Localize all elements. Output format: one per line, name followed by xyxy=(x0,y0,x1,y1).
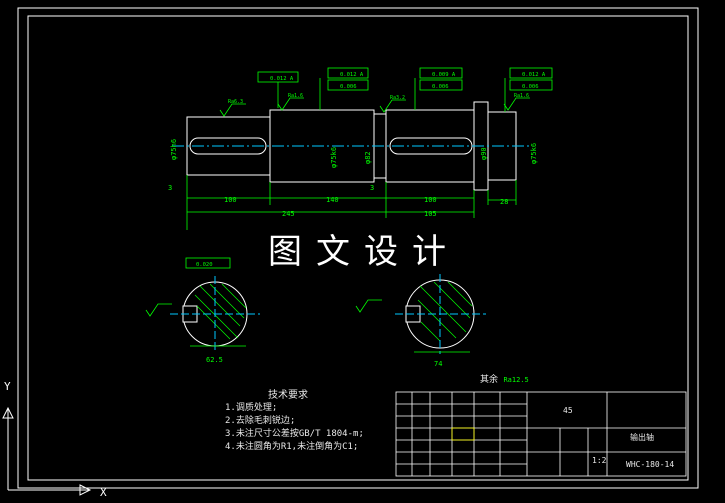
svg-text:Ra1.6: Ra1.6 xyxy=(514,93,529,99)
title-block-highlight xyxy=(451,427,475,441)
svg-text:Ra1.6: Ra1.6 xyxy=(288,93,303,99)
tech-req-item: 3.未注尺寸公差按GB/T 1804-m; xyxy=(225,429,364,439)
roughness-flag-labels: Ra6.3 Ra1.6 Ra3.2 Ra1.6 xyxy=(228,93,529,105)
tech-req-item: 1.调质处理; xyxy=(225,403,278,413)
svg-text:0.012 A: 0.012 A xyxy=(340,72,364,78)
horizontal-dim-labels: 100 140 100 28 245 105 3 3 xyxy=(168,184,508,218)
section-dim-62-5: 62.5 xyxy=(206,356,223,364)
title-block-scale: 1:2 xyxy=(592,456,607,465)
horizontal-dims xyxy=(186,175,517,230)
svg-text:0.006: 0.006 xyxy=(340,84,357,90)
roughness-note-label: 其余 xyxy=(480,375,499,385)
watermark-banner: 图文设计 xyxy=(268,232,460,272)
roughness-flags xyxy=(219,97,530,117)
svg-text:φ75h6: φ75h6 xyxy=(170,139,178,160)
svg-text:X: X xyxy=(100,486,107,499)
dim-105: 105 xyxy=(424,210,437,218)
svg-text:φ75k6: φ75k6 xyxy=(530,143,538,164)
diameter-dims: φ75h6 φ75k6 φ82 φ90 φ75k6 xyxy=(170,139,538,168)
dim-28: 28 xyxy=(500,198,508,206)
tech-req-item: 2.去除毛刺锐边; xyxy=(225,416,296,426)
key-tolerance: 0.020 xyxy=(196,262,213,268)
outer-border xyxy=(17,7,699,489)
dim-3-right: 3 xyxy=(370,184,374,192)
section-view-left: 62.5 0.020 xyxy=(145,257,260,364)
tech-req-item: 4.未注圆角为R1,未注倒角为C1; xyxy=(225,442,359,452)
ucs-icon: Y X xyxy=(2,380,107,499)
section-view-right: 74 xyxy=(355,274,486,368)
svg-text:φ82: φ82 xyxy=(364,151,372,164)
svg-text:Ra6.3: Ra6.3 xyxy=(228,99,243,105)
svg-text:Y: Y xyxy=(4,380,11,393)
svg-text:Ra3.2: Ra3.2 xyxy=(390,95,405,101)
title-block-drawing-no: WHC-180-14 xyxy=(626,460,675,469)
section-dim-74: 74 xyxy=(434,360,442,368)
inner-border xyxy=(27,15,689,481)
roughness-note-value: Ra12.5 xyxy=(503,376,529,384)
dim-100-right: 100 xyxy=(424,196,437,204)
general-roughness-note: 其余 Ra12.5 xyxy=(480,372,529,385)
svg-text:0.012 A: 0.012 A xyxy=(270,76,294,82)
gdt-values: 0.012 A 0.012 A 0.006 0.009 A 0.006 0.01… xyxy=(270,72,546,90)
technical-requirements-title: 技术要求 xyxy=(268,390,308,401)
gdt-frames xyxy=(257,67,553,112)
svg-text:φ75k6: φ75k6 xyxy=(330,147,338,168)
svg-text:0.009 A: 0.009 A xyxy=(432,72,456,78)
svg-text:0.006: 0.006 xyxy=(522,84,539,90)
svg-text:0.006: 0.006 xyxy=(432,84,449,90)
dim-245: 245 xyxy=(282,210,295,218)
technical-requirements-list: 1.调质处理; 2.去除毛刺锐边; 3.未注尺寸公差按GB/T 1804-m; … xyxy=(225,402,364,454)
title-block-material: 45 xyxy=(563,406,573,415)
dim-140: 140 xyxy=(326,196,339,204)
title-block-part-name: 输出轴 xyxy=(630,433,654,442)
svg-text:φ90: φ90 xyxy=(480,147,488,160)
dim-100-left: 100 xyxy=(224,196,237,204)
dim-3-left: 3 xyxy=(168,184,172,192)
svg-text:0.012 A: 0.012 A xyxy=(522,72,546,78)
